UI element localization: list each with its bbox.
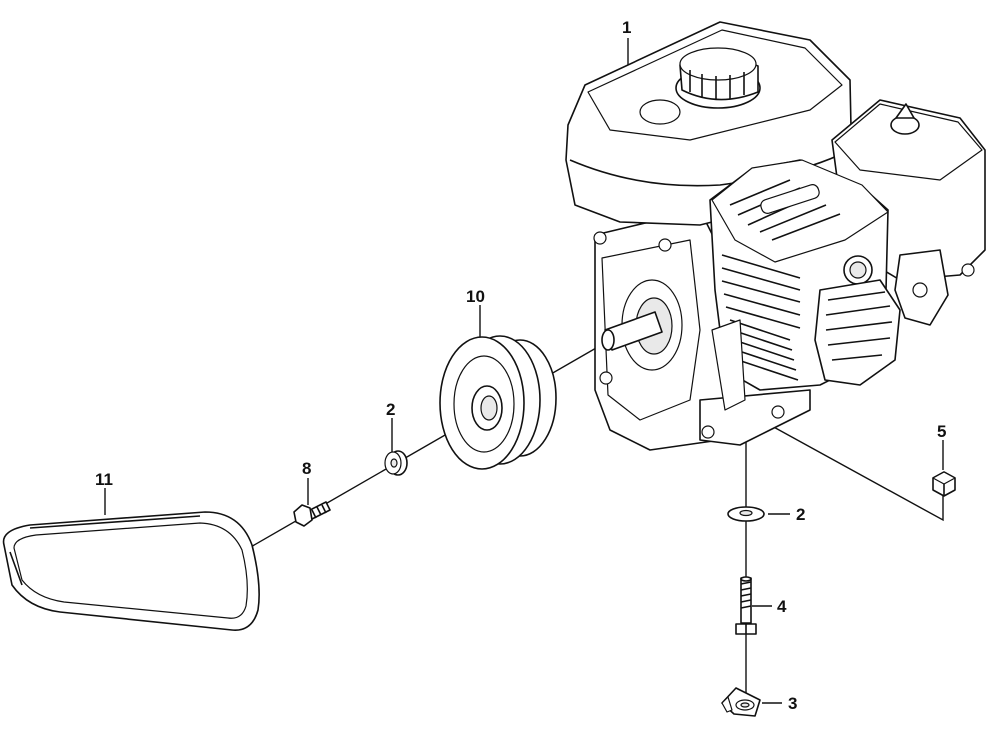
clip-nut-tab — [721, 696, 733, 713]
shroud-vents — [721, 254, 801, 329]
washer-mount-hole — [739, 509, 753, 517]
callout-washer-mount: 2 — [796, 505, 805, 524]
air-cleaner-top — [834, 103, 983, 181]
nut — [932, 471, 956, 497]
callout-nut: 5 — [937, 422, 946, 441]
base-bolt-2 — [771, 405, 785, 419]
washer-pulley — [384, 450, 408, 476]
governor-arm — [711, 319, 746, 411]
muffler — [814, 279, 901, 386]
base-bolt-1 — [701, 425, 715, 439]
case-bolt-2 — [599, 371, 613, 385]
air-cleaner-wingnut — [895, 103, 915, 119]
callout-belt: 11 — [95, 470, 113, 489]
case-bolt-1 — [593, 231, 607, 245]
bolt-pulley-thread — [311, 504, 327, 519]
washer-pulley-hole — [390, 458, 398, 468]
spark-plug-cap — [849, 261, 867, 279]
fuel-cap-top — [679, 47, 757, 81]
cylinder-fins — [729, 319, 799, 381]
v-belt — [2, 511, 260, 631]
callout-labels: 1 10 2 8 11 5 2 4 3 — [95, 18, 946, 713]
callout-bolt-mount: 4 — [777, 597, 787, 616]
fuel-cap-grip — [689, 70, 745, 100]
bolt-pulley — [293, 501, 331, 527]
muffler-guard — [825, 291, 893, 361]
callout-bolt-pulley: 8 — [302, 459, 311, 478]
air-cleaner-bolt — [961, 263, 975, 277]
belt-inner — [13, 522, 248, 619]
valve-cover-plate — [760, 184, 820, 214]
valve-cover — [711, 159, 889, 263]
axis-nut — [769, 424, 944, 522]
pulley — [439, 335, 557, 470]
engine — [565, 21, 986, 451]
callout-washer-pulley: 2 — [386, 400, 395, 419]
belt-edge — [9, 515, 201, 586]
bolt-mount-thread — [740, 581, 752, 609]
callout-pulley: 10 — [466, 287, 485, 306]
engine-base — [699, 389, 811, 446]
clip-nut — [721, 687, 761, 717]
bolt-pulley-head — [293, 504, 313, 527]
washer-mount — [727, 506, 765, 522]
bolt-mount-top — [740, 576, 752, 582]
crankshaft-end — [601, 329, 615, 351]
callout-clip-nut: 3 — [788, 694, 797, 713]
clip-nut-hole — [740, 702, 750, 708]
nut-top — [932, 471, 956, 485]
pulley-bore — [480, 395, 498, 421]
bolt-mount — [735, 576, 757, 635]
fuel-gauge — [639, 99, 681, 125]
case-bolt-3 — [658, 238, 672, 252]
callout-engine: 1 — [622, 18, 631, 37]
carburetor-screw — [912, 282, 928, 298]
fuel-tank-seam — [569, 149, 851, 187]
